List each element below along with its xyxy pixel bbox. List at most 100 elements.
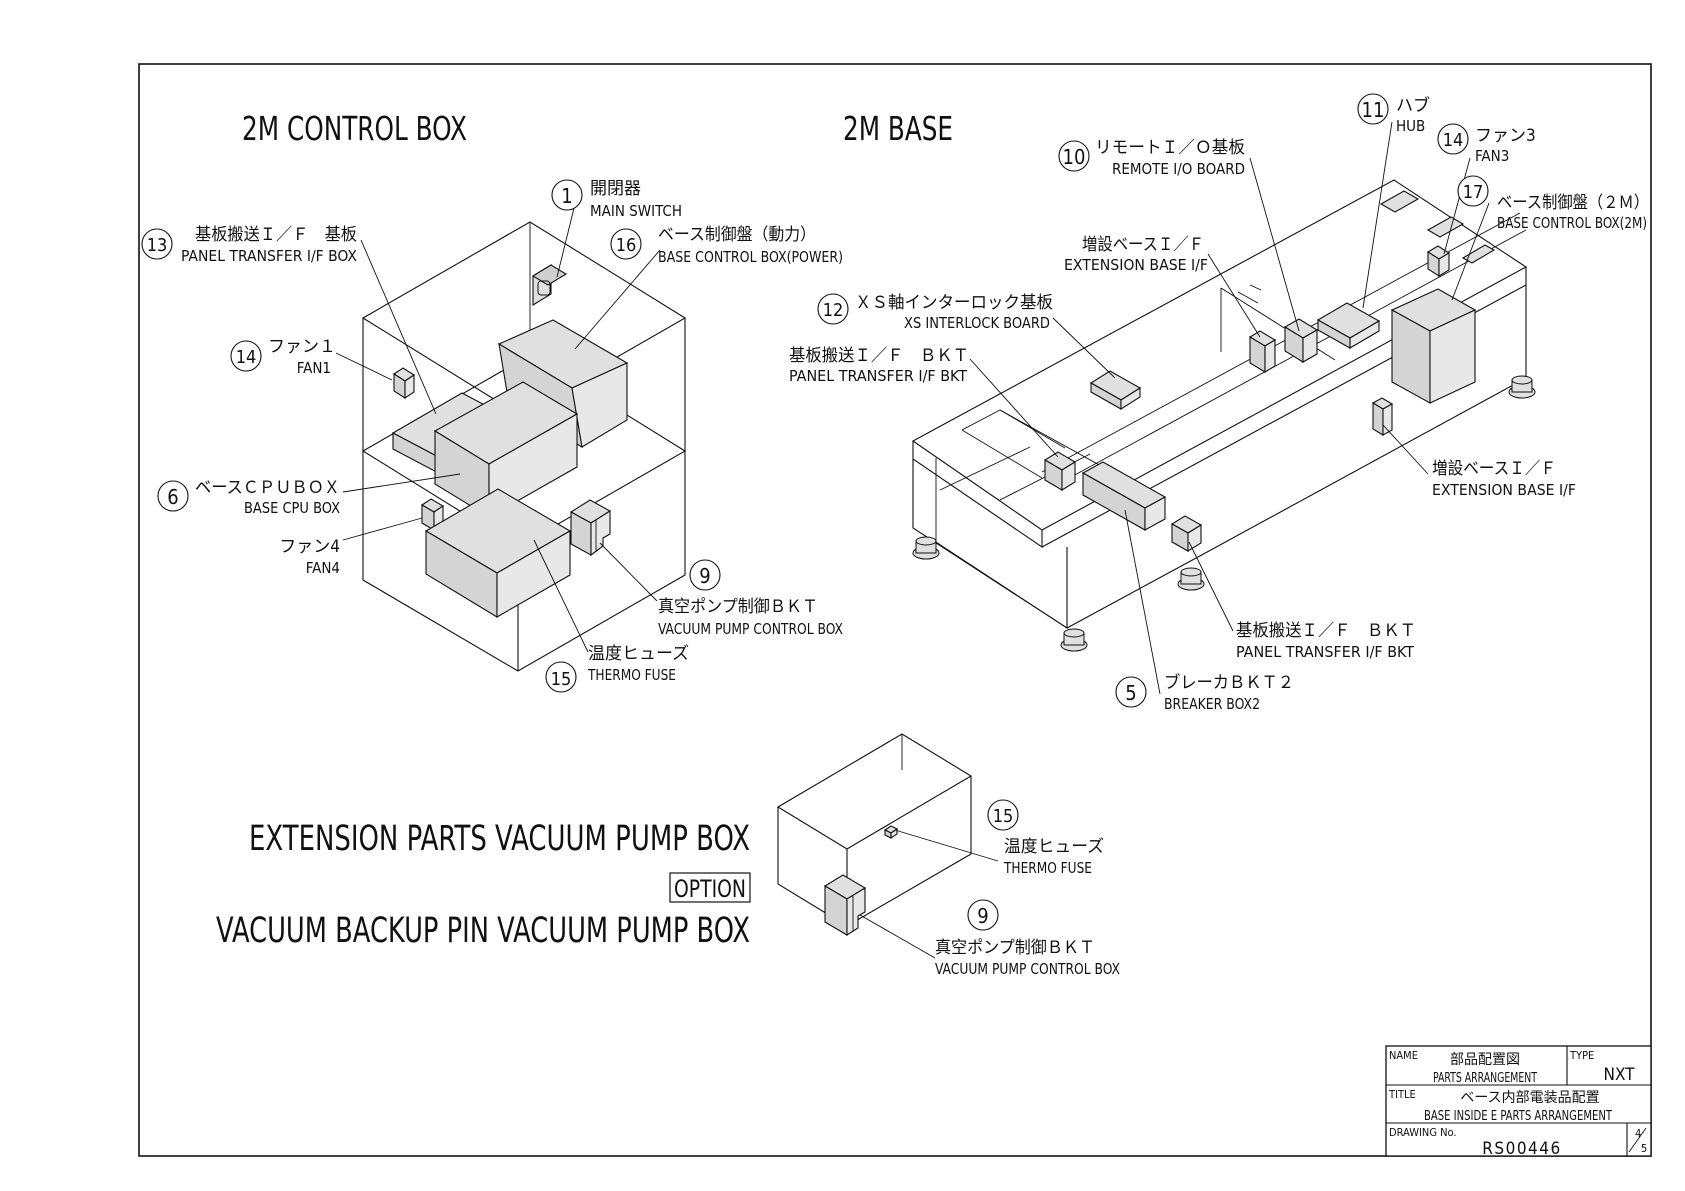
control-box-leaders: [335, 195, 661, 653]
svg-text:15: 15: [551, 669, 572, 690]
callout-fan3: 14 ファン3 FAN3: [1437, 123, 1536, 165]
type-label: TYPE: [1569, 1049, 1594, 1062]
callout-base-cpu-box: 6 ベースＣＰＵＢＯＸ BASE CPU BOX: [157, 478, 340, 517]
svg-text:THERMO FUSE: THERMO FUSE: [587, 666, 676, 684]
vac-pump-ctrl-part: [823, 874, 867, 937]
extension-base-top-part: [1248, 330, 1277, 373]
svg-text:HUB: HUB: [1396, 117, 1425, 135]
callout-base-control-power: 16 ベース制御盤（動力） BASE CONTROL BOX(POWER): [610, 225, 843, 266]
svg-text:14: 14: [236, 347, 257, 368]
callout-remote-io: 10 リモートＩ／Ｏ基板 REMOTE I/O BOARD: [1058, 138, 1245, 178]
svg-text:EXTENSION BASE I/F: EXTENSION BASE I/F: [1432, 481, 1576, 499]
name-label: NAME: [1389, 1049, 1418, 1062]
svg-text:温度ヒューズ: 温度ヒューズ: [1004, 837, 1104, 857]
fan3-part: [1426, 245, 1451, 278]
callout-panel-transfer-bkt-right: 基板搬送Ｉ／Ｆ ＢＫＴ PANEL TRANSFER I/F BKT: [1236, 621, 1416, 661]
base-rear-openings: [1379, 190, 1496, 264]
vacuum-section-titles: EXTENSION PARTS VACUUM PUMP BOX OPTION V…: [216, 819, 751, 951]
callout-extension-base-right: 増設ベースＩ／Ｆ EXTENSION BASE I/F: [1432, 459, 1576, 499]
main-switch-part: [531, 264, 568, 306]
svg-text:ベースＣＰＵＢＯＸ: ベースＣＰＵＢＯＸ: [195, 478, 340, 498]
svg-text:ファン4: ファン4: [279, 537, 340, 557]
svg-text:VACUUM PUMP CONTROL BOX: VACUUM PUMP CONTROL BOX: [935, 960, 1120, 978]
xs-interlock-part: [1089, 370, 1142, 410]
svg-text:15: 15: [993, 806, 1014, 827]
callout-extension-base-top: 増設ベースＩ／Ｆ EXTENSION BASE I/F: [1064, 235, 1208, 274]
panel-transfer-bkt-left-part: [1043, 451, 1077, 491]
svg-text:基板搬送Ｉ／Ｆ ＢＫＴ: 基板搬送Ｉ／Ｆ ＢＫＴ: [789, 346, 969, 366]
svg-text:増設ベースＩ／Ｆ: 増設ベースＩ／Ｆ: [1432, 459, 1556, 479]
base-control-2m-part: [1390, 288, 1477, 404]
sheet-total: 5: [1641, 1142, 1647, 1155]
svg-text:9: 9: [977, 904, 988, 928]
svg-text:14: 14: [1443, 130, 1464, 151]
vacuum-title-backup: VACUUM BACKUP PIN VACUUM PUMP BOX: [216, 911, 750, 951]
svg-text:MAIN SWITCH: MAIN SWITCH: [590, 202, 682, 220]
svg-text:温度ヒューズ: 温度ヒューズ: [588, 644, 689, 664]
control-box-diagram: 1 開閉器 MAIN SWITCH 13 基板搬送Ｉ／Ｆ 基板 PANEL TR…: [141, 179, 843, 693]
svg-text:リモートＩ／Ｏ基板: リモートＩ／Ｏ基板: [1095, 138, 1245, 158]
svg-text:12: 12: [823, 300, 844, 321]
svg-text:EXTENSION BASE I/F: EXTENSION BASE I/F: [1064, 256, 1208, 274]
svg-text:10: 10: [1063, 145, 1086, 169]
callout-vac-thermo-fuse: 15 温度ヒューズ THERMO FUSE: [987, 799, 1104, 877]
title-block: NAME 部品配置図 PARTS ARRANGEMENT TYPE NXT TI…: [1385, 1045, 1652, 1159]
callout-vacuum-pump-ctrl: 9 真空ポンプ制御ＢＫＴ VACUUM PUMP CONTROL BOX: [658, 559, 843, 638]
name-en: PARTS ARRANGEMENT: [1433, 1071, 1538, 1086]
svg-text:BASE CONTROL BOX(2M): BASE CONTROL BOX(2M): [1497, 214, 1647, 232]
svg-text:17: 17: [1463, 182, 1484, 203]
svg-text:ファン１: ファン１: [268, 337, 336, 357]
title-jp: ベース内部電装品配置: [1460, 1090, 1599, 1106]
svg-text:ハブ: ハブ: [1396, 95, 1430, 116]
callout-vac-pump-ctrl: 9 真空ポンプ制御ＢＫＴ VACUUM PUMP CONTROL BOX: [935, 899, 1120, 978]
base-cpu-box-part: [433, 381, 579, 518]
callout-breaker-box2: 5 ブレーカＢＫＴ２ BREAKER BOX2: [1115, 672, 1294, 713]
svg-text:PANEL TRANSFER I/F BKT: PANEL TRANSFER I/F BKT: [789, 367, 968, 385]
drawing-no-label: DRAWING No.: [1389, 1126, 1457, 1139]
svg-text:ベース制御盤（動力）: ベース制御盤（動力）: [658, 225, 816, 245]
svg-text:9: 9: [699, 564, 710, 588]
svg-text:6: 6: [167, 485, 178, 509]
option-label: OPTION: [674, 875, 746, 903]
hub-part: [1316, 302, 1381, 349]
svg-text:基板搬送Ｉ／Ｆ 基板: 基板搬送Ｉ／Ｆ 基板: [195, 225, 357, 245]
callout-main-switch: 1 開閉器 MAIN SWITCH: [551, 179, 682, 220]
svg-text:FAN3: FAN3: [1475, 147, 1509, 165]
base-leaders: [969, 121, 1490, 695]
callout-panel-transfer-box: 13 基板搬送Ｉ／Ｆ 基板 PANEL TRANSFER I/F BOX: [141, 225, 357, 265]
svg-text:5: 5: [1125, 681, 1136, 705]
svg-text:増設ベースＩ／Ｆ: 増設ベースＩ／Ｆ: [1082, 235, 1204, 255]
vacuum-pump-box-part: [424, 488, 572, 618]
svg-text:16: 16: [616, 235, 637, 256]
svg-text:ＸＳ軸インターロック基板: ＸＳ軸インターロック基板: [855, 293, 1053, 313]
svg-text:真空ポンプ制御ＢＫＴ: 真空ポンプ制御ＢＫＴ: [935, 938, 1095, 958]
fan1-part: [392, 367, 416, 400]
callout-hub: 11 ハブ HUB: [1357, 93, 1430, 135]
svg-text:PANEL TRANSFER I/F BKT: PANEL TRANSFER I/F BKT: [1236, 643, 1415, 661]
svg-text:BASE CONTROL BOX(POWER): BASE CONTROL BOX(POWER): [658, 248, 843, 266]
svg-text:FAN4: FAN4: [306, 559, 340, 577]
svg-text:真空ポンプ制御ＢＫＴ: 真空ポンプ制御ＢＫＴ: [658, 597, 818, 617]
drawing-no: RS00446: [1482, 1139, 1561, 1159]
base-title: 2M BASE: [843, 109, 953, 148]
name-jp: 部品配置図: [1450, 1052, 1520, 1068]
svg-text:13: 13: [147, 235, 168, 256]
svg-text:ベース制御盤（２Ｍ）: ベース制御盤（２Ｍ）: [1497, 193, 1649, 213]
base-diagram: 11 ハブ HUB 10 リモートＩ／Ｏ基板 REMOTE I/O BOARD …: [789, 93, 1649, 713]
extension-base-right-part: [1371, 397, 1394, 436]
vacuum-title-extension: EXTENSION PARTS VACUUM PUMP BOX: [249, 819, 750, 859]
type-value: NXT: [1604, 1065, 1636, 1085]
panel-transfer-bkt-right-part: [1170, 515, 1203, 552]
vac-thermo-fuse-part: [883, 825, 899, 840]
svg-text:REMOTE I/O BOARD: REMOTE I/O BOARD: [1112, 160, 1245, 178]
callout-thermo-fuse: 15 温度ヒューズ THERMO FUSE: [545, 644, 689, 693]
svg-text:ブレーカＢＫＴ２: ブレーカＢＫＴ２: [1164, 672, 1294, 693]
vacuum-pump-control-bkt-part: [569, 499, 612, 557]
callout-fan4: ファン4 FAN4: [279, 537, 340, 577]
svg-text:VACUUM PUMP CONTROL BOX: VACUUM PUMP CONTROL BOX: [658, 620, 843, 638]
remote-io-part: [1283, 318, 1319, 363]
vacuum-box-diagram: 15 温度ヒューズ THERMO FUSE 9 真空ポンプ制御ＢＫＴ VACUU…: [776, 733, 1120, 978]
callout-xs-interlock: 12 ＸＳ軸インターロック基板 XS INTERLOCK BOARD: [817, 293, 1053, 332]
svg-text:開閉器: 開閉器: [590, 179, 641, 199]
